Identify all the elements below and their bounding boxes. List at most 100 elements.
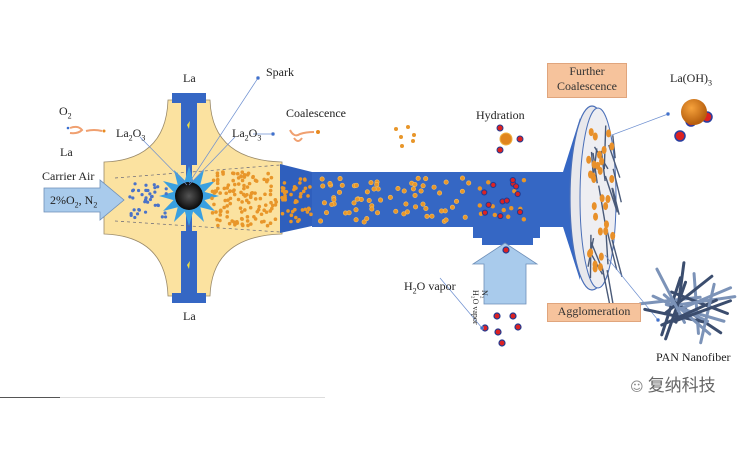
particle <box>226 183 231 187</box>
particle <box>211 178 216 183</box>
particle <box>462 214 468 220</box>
particle <box>521 178 527 183</box>
fiber <box>600 150 606 182</box>
label-la-bottom: La <box>183 309 196 323</box>
blue-particle <box>148 192 152 196</box>
particle <box>218 191 222 195</box>
label-la-top: La <box>183 71 196 85</box>
particle <box>319 176 325 182</box>
particle <box>366 197 372 203</box>
blue-particle <box>143 210 148 214</box>
water-molecule <box>503 197 510 204</box>
particle <box>492 212 498 218</box>
particle <box>215 217 219 222</box>
particle <box>225 210 230 214</box>
particle <box>233 222 237 227</box>
deposited-particle <box>610 231 616 240</box>
particle <box>286 209 290 213</box>
particle <box>323 210 329 216</box>
particle <box>270 203 275 208</box>
deposited-particle <box>592 132 598 141</box>
particle <box>242 183 246 188</box>
particle <box>412 181 418 187</box>
particle <box>215 171 220 175</box>
nanofiber-strand <box>673 286 733 313</box>
deposited-particle <box>597 263 603 272</box>
t: O <box>132 126 142 140</box>
particle <box>240 200 244 204</box>
particle <box>320 183 326 189</box>
blue-particle <box>152 183 156 187</box>
particle <box>424 213 430 219</box>
particle <box>437 190 443 196</box>
particle <box>298 181 302 185</box>
particle <box>375 210 381 216</box>
particle <box>477 186 483 191</box>
t: 2 <box>74 200 79 210</box>
particle <box>263 203 268 207</box>
particle <box>239 210 244 214</box>
fiber <box>611 239 623 278</box>
label-la-oh3: La(OH)3 <box>670 72 712 87</box>
blue-particle <box>131 188 136 192</box>
particle <box>415 175 421 181</box>
deposited-particle <box>609 142 615 151</box>
particle <box>289 192 293 197</box>
t: 2%O <box>50 193 75 207</box>
particle <box>245 185 250 189</box>
water-molecule <box>498 339 506 347</box>
water-molecule <box>497 212 504 220</box>
label-hydration: Hydration <box>476 108 525 122</box>
label-spark: Spark <box>266 65 294 79</box>
particle <box>240 178 245 183</box>
particle <box>329 202 335 208</box>
particle <box>477 203 482 208</box>
particle <box>401 211 407 217</box>
particle <box>254 179 259 183</box>
particle <box>236 197 241 202</box>
t: 2 <box>93 200 98 210</box>
t: 2 <box>128 133 133 143</box>
label-inlet-gas: 2%O2, N2 <box>50 194 97 209</box>
particle <box>411 139 415 143</box>
particle <box>268 192 273 197</box>
water-molecule <box>502 246 510 254</box>
particle <box>243 208 247 212</box>
deposited-particle <box>598 252 604 261</box>
t: 2 <box>412 286 417 296</box>
particle <box>418 188 424 194</box>
deposited-particle <box>599 194 605 203</box>
particle <box>241 223 245 228</box>
deposited-particle <box>603 220 609 229</box>
watermark-text: 复纳科技 <box>647 376 716 396</box>
water-molecule <box>509 177 516 184</box>
particle <box>339 182 345 188</box>
particle <box>264 179 269 184</box>
particle <box>400 144 404 148</box>
particle <box>222 205 226 210</box>
fiber <box>604 175 618 211</box>
blue-particle <box>164 192 168 196</box>
particle <box>223 198 228 203</box>
particle <box>442 208 448 214</box>
particle <box>413 204 419 210</box>
particle <box>224 191 229 196</box>
particle <box>401 188 407 194</box>
deposited-particle <box>592 264 598 273</box>
particle <box>336 189 342 195</box>
particle <box>259 220 264 224</box>
t: O vapor <box>416 279 456 293</box>
deposited-particle <box>603 227 609 236</box>
particle <box>308 185 312 189</box>
t: Coalescence <box>557 79 617 93</box>
particle <box>459 175 465 181</box>
blue-particle <box>140 193 144 197</box>
particle <box>248 205 253 210</box>
t: La(OH) <box>670 71 708 85</box>
particle <box>431 184 437 190</box>
particle <box>443 217 449 223</box>
particle <box>429 213 435 219</box>
particle <box>269 184 273 189</box>
deposited-particle <box>588 248 594 257</box>
